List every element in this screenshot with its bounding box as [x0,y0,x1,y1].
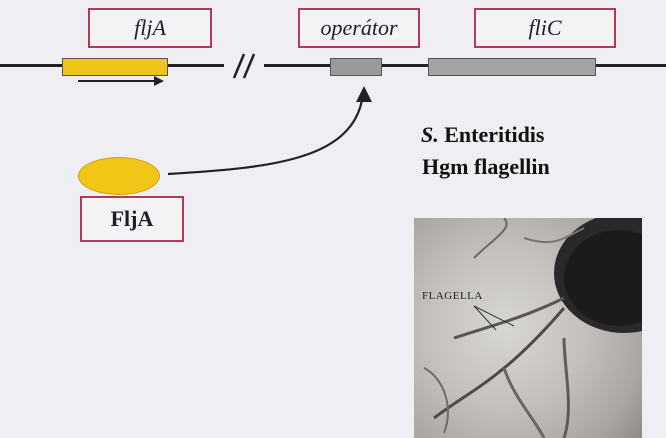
flagella-annotation: FLAGELLA [422,290,483,302]
organism-title: S. Enteritidis [421,122,544,148]
genus-abbrev: S. [421,122,439,147]
flagellin-title: Hgm flagellin [422,154,550,180]
flja-protein-label: FljA [80,196,184,242]
micrograph-drawing [414,218,642,438]
flagella-micrograph: FLAGELLA [414,218,642,438]
serovar-name: Enteritidis [439,122,545,147]
